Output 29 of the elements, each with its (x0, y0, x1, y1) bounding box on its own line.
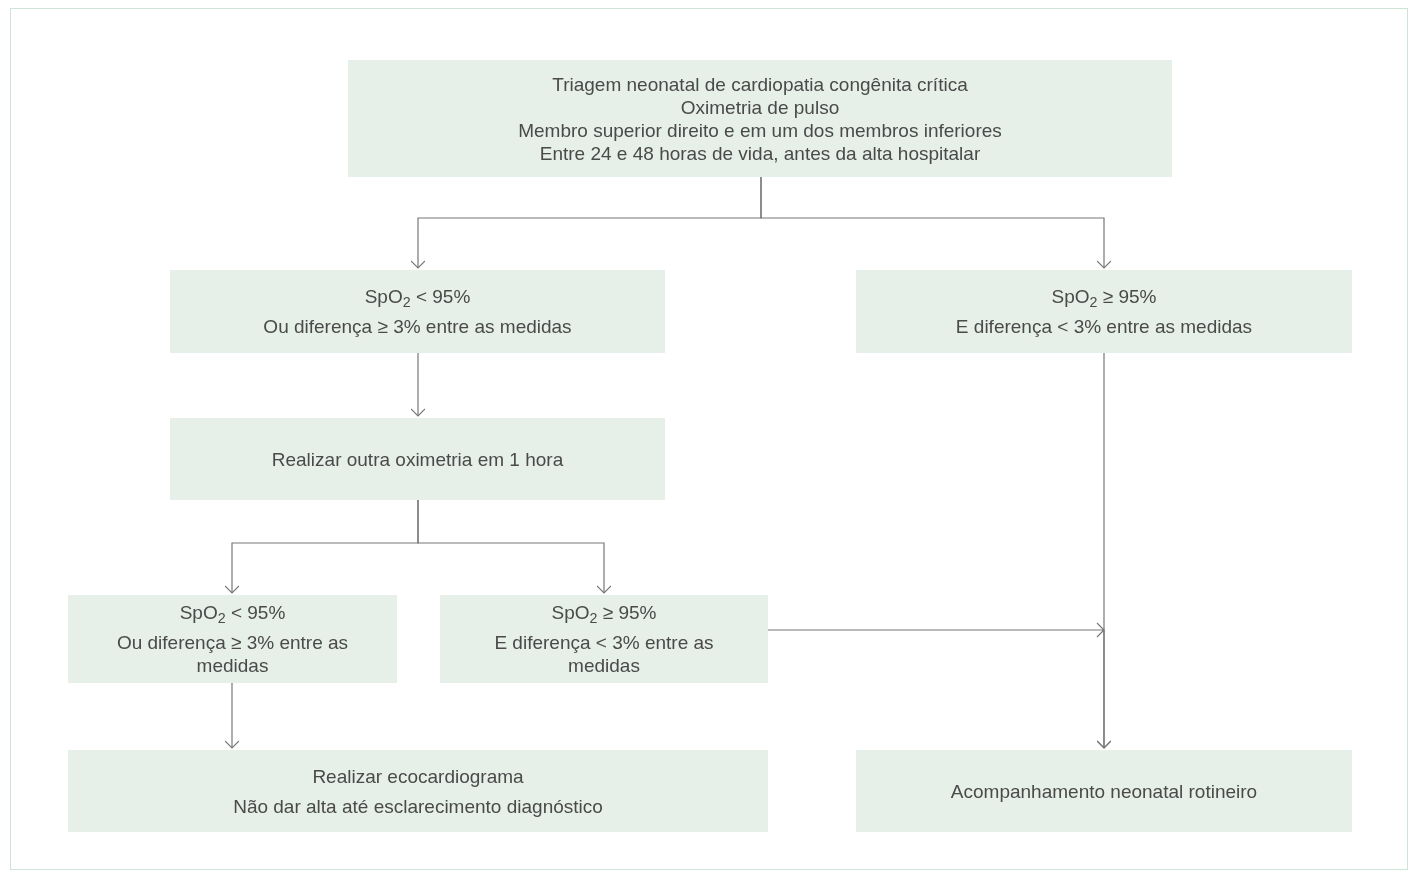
box-text: E diferença < 3% entre as medidas (493, 631, 715, 677)
process-box (856, 270, 1352, 353)
process-box (68, 750, 768, 832)
arrow (224, 682, 240, 749)
box-text: SpO$_{2}$ < 95% (178, 601, 287, 624)
arrow (760, 176, 1112, 269)
process-box (170, 418, 665, 500)
box-text: Realizar outra oximetria em 1 hora (270, 447, 565, 471)
process-box (348, 60, 1172, 177)
process-box (856, 750, 1352, 832)
box-text: Ou diferença ≥ 3% entre as medidas (115, 631, 350, 677)
box-text: SpO$_{2}$ ≥ 95% (550, 601, 658, 624)
box-text: E diferença < 3% entre as medidas (954, 315, 1254, 338)
arrow (410, 352, 426, 417)
box-text: Não dar alta até esclarecimento diagnóstico (232, 794, 604, 818)
box-text: Triagem neonatal de cardiopatia congênita crítica (551, 72, 969, 96)
box-text: Entre 24 e 48 horas de vida, antes da alta hospitalar (538, 141, 982, 165)
box-text: Acompanhamento neonatal rotineiro (949, 779, 1259, 803)
arrow (767, 622, 1112, 749)
process-box (440, 595, 768, 683)
box-text: SpO$_{2}$ < 95% (363, 285, 472, 308)
arrow (417, 499, 612, 594)
box-text: Realizar ecocardiograma (311, 764, 525, 788)
process-box (68, 595, 397, 683)
box-text: Oximetria de pulso (679, 95, 841, 119)
box-text: Membro superior direito e em um dos membros inferiores (517, 118, 1003, 142)
process-box (170, 270, 665, 353)
box-text: Ou diferença ≥ 3% entre as medidas (262, 315, 573, 338)
box-text: SpO$_{2}$ ≥ 95% (1050, 285, 1158, 308)
